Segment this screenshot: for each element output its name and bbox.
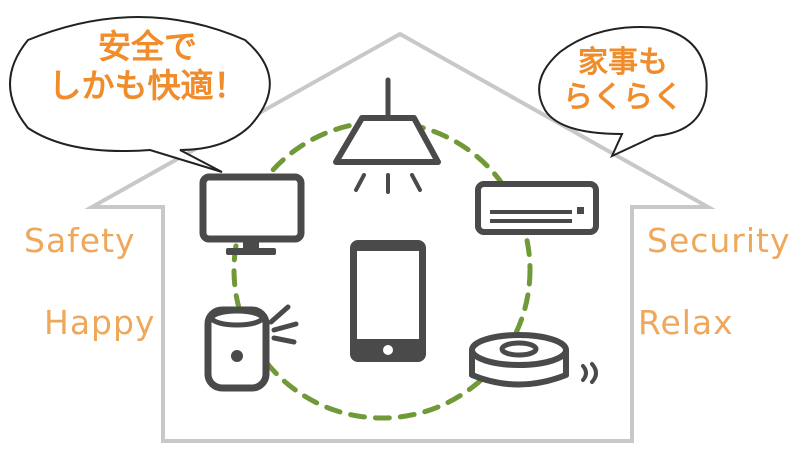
bubble-right-line1: 家事も — [578, 45, 668, 80]
keyword-happy: Happy — [44, 303, 156, 342]
smartphone-icon — [350, 240, 426, 362]
keyword-relax: Relax — [638, 303, 734, 342]
bubble-left-line1: 安全で — [98, 27, 197, 66]
smart-speaker-icon — [204, 304, 299, 392]
network-circle — [231, 119, 533, 421]
bubble-left-line2: しかも快適！ — [48, 65, 247, 105]
monitor-icon — [199, 173, 305, 255]
air-conditioner-icon — [475, 181, 599, 235]
speech-bubble-right — [538, 26, 708, 159]
ceiling-light-icon — [333, 77, 441, 194]
keyword-security: Security — [647, 221, 791, 260]
bubble-left-text: 安全で しかも快適！ — [40, 27, 255, 106]
bubble-right-line2: らくらく — [563, 80, 683, 116]
bubble-right-text: 家事も らくらく — [548, 45, 698, 116]
robot-vacuum-icon — [469, 332, 598, 388]
keyword-safety: Safety — [24, 221, 136, 260]
speech-bubble-left — [9, 16, 271, 173]
